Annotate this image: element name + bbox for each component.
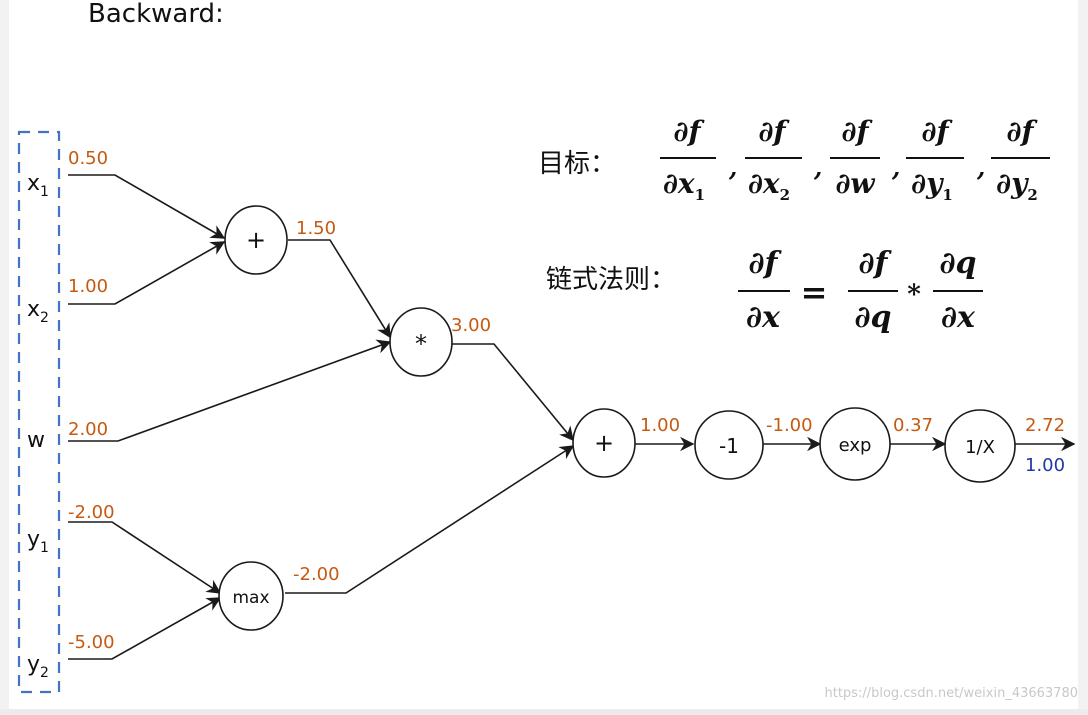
chain-times-sign: * (907, 280, 921, 310)
edge-x2-to-add1 (68, 241, 226, 305)
node-max: max (218, 561, 284, 631)
chain-lhs-denominator: ∂x (746, 300, 781, 335)
goal-frac1-denominator: ∂x1 (663, 167, 705, 204)
node-neg: -1 (694, 410, 764, 480)
edge-y2-to-max (68, 597, 222, 660)
goal-separator-2: , (813, 153, 822, 182)
goal-label: 目标： (538, 149, 616, 179)
add1-output-value: 1.50 (296, 218, 336, 239)
exp-output-value: 0.37 (893, 415, 933, 436)
chain-lhs-numerator: ∂f (749, 246, 783, 281)
goal-frac4-denominator: ∂y1 (911, 167, 953, 204)
page-left-margin (0, 0, 9, 715)
input-x1-value: 0.50 (68, 148, 108, 169)
goal-frac5-numerator: ∂f (1006, 115, 1038, 148)
chain-rule-label: 链式法则： (546, 265, 676, 295)
edge-w-to-mul (68, 339, 392, 442)
chain-r2-numerator: ∂q (939, 246, 976, 281)
goal-frac2-numerator: ∂f (758, 115, 790, 148)
input-y1-label: y1 (27, 527, 49, 556)
node-add2: + (572, 408, 636, 478)
node-inv-label: 1/X (965, 437, 995, 458)
goal-separator-3: , (891, 153, 900, 182)
node-mul: * (389, 307, 453, 377)
input-y1-value: -2.00 (68, 502, 115, 523)
mul-output-value: 3.00 (451, 315, 491, 336)
goal-frac3-numerator: ∂f (841, 115, 873, 148)
watermark: https://blog.csdn.net/weixin_43663780 (824, 686, 1078, 701)
output-gradient-value: 1.00 (1025, 455, 1065, 476)
chain-r1-denominator: ∂q (854, 300, 891, 335)
input-x2-value: 1.00 (68, 276, 108, 297)
inv-output-value: 2.72 (1025, 415, 1065, 436)
node-neg-label: -1 (719, 434, 739, 458)
neg-output-value: -1.00 (766, 415, 813, 436)
max-output-value: -2.00 (293, 564, 340, 585)
goal-separator-1: , (728, 153, 737, 182)
add2-output-value: 1.00 (640, 415, 680, 436)
goal-frac3-denominator: ∂w (835, 167, 875, 200)
chain-r1-numerator: ∂f (859, 246, 893, 281)
goal-frac1-numerator: ∂f (673, 115, 705, 148)
edge-add1-to-mul (288, 239, 391, 339)
goal-separator-4: , (976, 153, 985, 182)
edge-max-to-add2 (285, 445, 575, 594)
node-add1-label: + (246, 226, 266, 254)
chain-rule-formula: ∂f ∂x = ∂f ∂q * ∂q ∂x (738, 246, 983, 335)
input-w-value: 2.00 (68, 419, 108, 440)
goal-frac4-numerator: ∂f (921, 115, 953, 148)
goal-frac2-denominator: ∂x2 (748, 167, 790, 204)
goal-partial-derivatives: ∂f ∂x1 , ∂f ∂x2 , ∂f ∂w , ∂f ∂y1 , ∂f ∂y… (660, 115, 1050, 204)
chain-equals-sign: = (801, 273, 828, 311)
goal-frac5-denominator: ∂y2 (996, 167, 1038, 204)
section-title: Backward: (88, 0, 224, 29)
page-bottom-margin (0, 709, 1088, 715)
chain-r2-denominator: ∂x (941, 300, 976, 335)
node-add2-label: + (594, 429, 614, 457)
input-group-box (17, 130, 61, 694)
edge-x1-to-add1 (68, 174, 226, 239)
node-mul-label: * (415, 330, 427, 358)
input-w-label: w (27, 428, 45, 453)
input-y2-label: y2 (27, 652, 49, 681)
node-inv: 1/X (944, 409, 1016, 483)
edge-mul-to-add2 (452, 343, 574, 442)
node-max-label: max (232, 588, 269, 608)
page-right-margin (1078, 0, 1088, 715)
edge-y1-to-max (68, 521, 222, 594)
input-x2-label: x2 (27, 297, 49, 326)
input-y2-value: -5.00 (68, 632, 115, 653)
node-exp-label: exp (839, 435, 872, 456)
node-add1: + (224, 205, 288, 275)
node-exp: exp (819, 407, 891, 481)
input-x1-label: x1 (27, 171, 49, 200)
